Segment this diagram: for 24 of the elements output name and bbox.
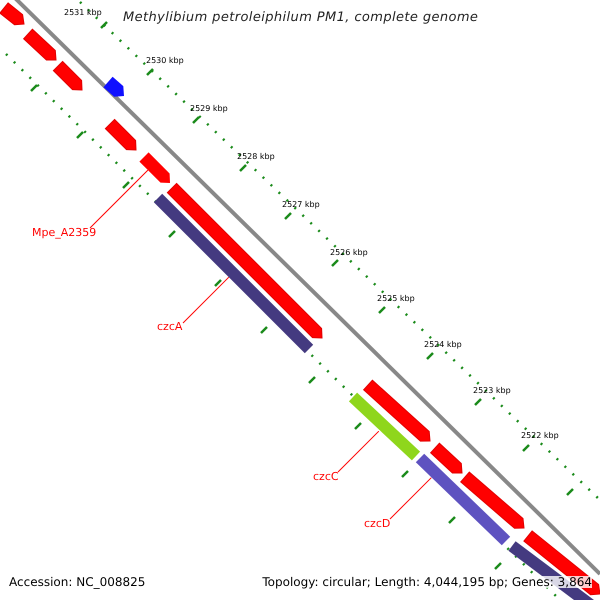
scale-label: 2525 kbp (377, 295, 415, 303)
scale-label: 2524 kbp (424, 341, 462, 349)
scale-label: 2528 kbp (237, 153, 275, 161)
leader-line (90, 170, 148, 228)
leader-line (390, 477, 432, 520)
accession-text: Accession: NC_008825 (9, 576, 146, 588)
genome-info-text: Topology: circular; Length: 4,044,195 bp; Genes: 3,864 (262, 576, 592, 588)
scale-label: 2531 kbp (64, 9, 102, 17)
scale-label: 2522 kbp (521, 432, 559, 440)
map-title: Methylibium petroleiphilum PM1, complete genome (123, 11, 478, 24)
gene-name-label: czcA (157, 321, 182, 332)
leader-line (338, 430, 380, 472)
gene-arrow (139, 152, 170, 183)
gene-bar (348, 392, 420, 460)
gene-name-label: czcC (313, 471, 339, 482)
gene-name-label: czcD (364, 518, 390, 529)
gene-bar (416, 454, 510, 546)
scale-label: 2523 kbp (473, 387, 511, 395)
scale-label: 2530 kbp (146, 57, 184, 65)
scale-label: 2526 kbp (330, 249, 368, 257)
gene-name-label: Mpe_A2359 (32, 227, 96, 238)
scale-label: 2529 kbp (190, 105, 228, 113)
scale-label: 2527 kbp (282, 201, 320, 209)
leader-line (182, 276, 230, 324)
